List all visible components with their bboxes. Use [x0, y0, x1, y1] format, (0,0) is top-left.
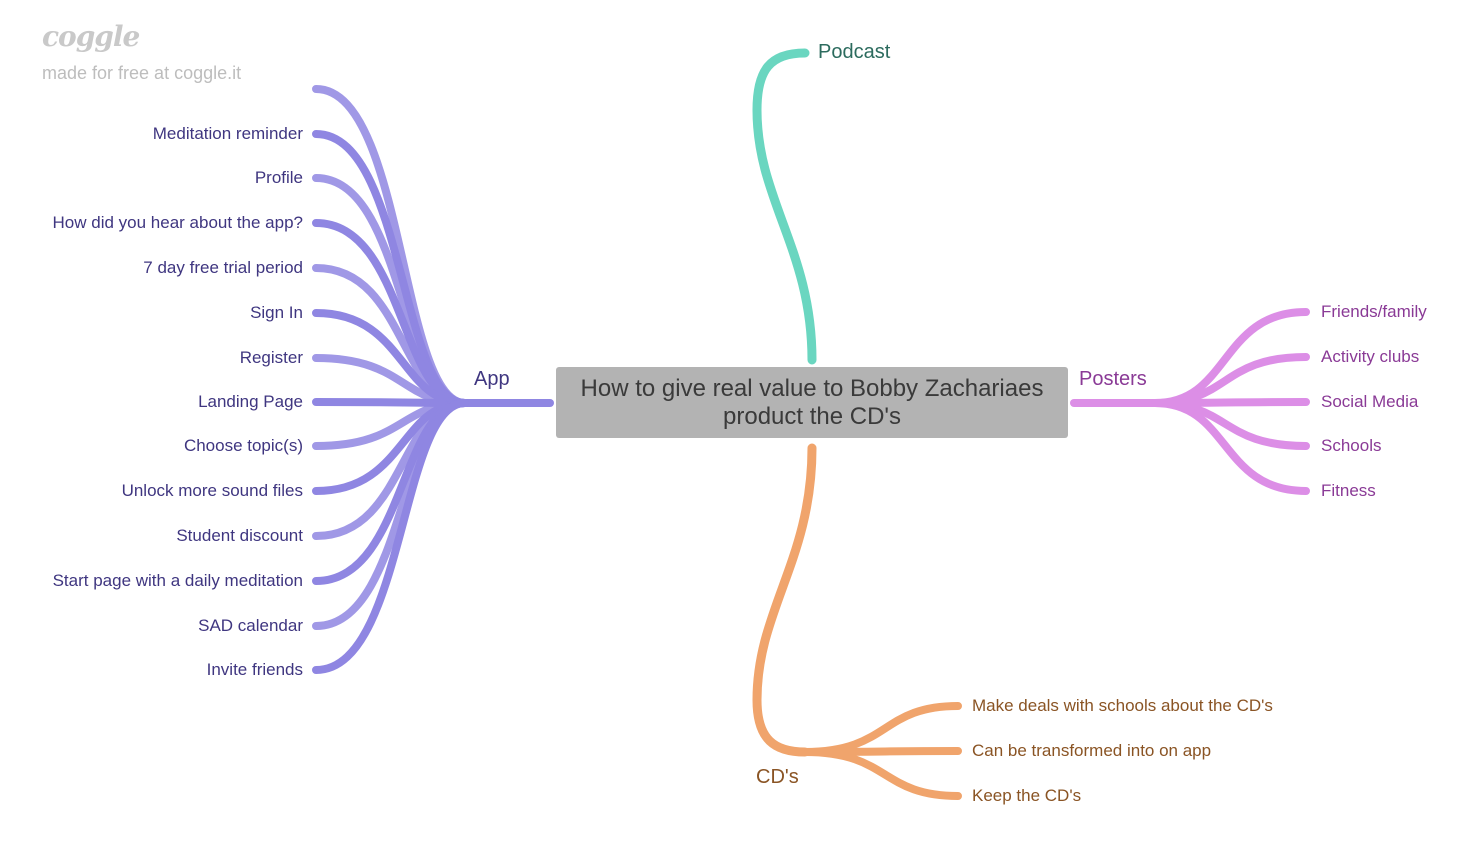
coggle-tagline: made for free at coggle.it: [42, 63, 242, 83]
mind-map-connectors: [312, 48, 1310, 800]
app-item-4[interactable]: 7 day free trial period: [143, 258, 303, 277]
app-item-1[interactable]: Meditation reminder: [152, 124, 303, 143]
cds-item-1[interactable]: Can be transformed into on app: [972, 741, 1212, 760]
posters-item-2[interactable]: Social Media: [1321, 392, 1419, 411]
coggle-logo: coggle: [42, 20, 140, 53]
branch-label-podcast[interactable]: Podcast: [818, 41, 891, 63]
branch-label-cds[interactable]: CD's: [756, 766, 799, 788]
cds-item-0[interactable]: Make deals with schools about the CD's: [972, 696, 1273, 715]
branch-label-app[interactable]: App: [474, 368, 510, 390]
central-node-title: How to give real value to Bobby Zacharia…: [580, 374, 1044, 430]
posters-item-4[interactable]: Fitness: [1321, 481, 1376, 500]
cds-connector-0: [801, 702, 962, 756]
app-item-6[interactable]: Register: [239, 348, 303, 367]
app-connector-13: [312, 399, 469, 674]
cds-connector-2: [801, 748, 962, 800]
app-item-11[interactable]: Start page with a daily meditation: [52, 571, 303, 590]
app-item-5[interactable]: Sign In: [250, 303, 303, 322]
central-node[interactable]: How to give real value to Bobby Zacharia…: [556, 367, 1068, 438]
app-item-3[interactable]: How did you hear about the app?: [52, 213, 303, 232]
branch-label-posters[interactable]: Posters: [1079, 368, 1147, 390]
posters-connector-4: [1151, 399, 1310, 495]
app-item-2[interactable]: Profile: [254, 168, 303, 187]
app-item-7[interactable]: Landing Page: [198, 392, 303, 411]
app-item-10[interactable]: Student discount: [176, 526, 303, 545]
app-item-13[interactable]: Invite friends: [206, 660, 303, 679]
posters-item-1[interactable]: Activity clubs: [1321, 347, 1420, 366]
cds-item-2[interactable]: Keep the CD's: [972, 786, 1082, 805]
posters-item-3[interactable]: Schools: [1321, 436, 1382, 455]
podcast-connector: [752, 48, 817, 365]
app-item-9[interactable]: Unlock more sound files: [121, 481, 303, 500]
cds-connector: [752, 443, 817, 757]
posters-item-0[interactable]: Friends/family: [1321, 302, 1427, 321]
app-item-12[interactable]: SAD calendar: [198, 616, 303, 635]
app-item-8[interactable]: Choose topic(s): [183, 436, 303, 455]
